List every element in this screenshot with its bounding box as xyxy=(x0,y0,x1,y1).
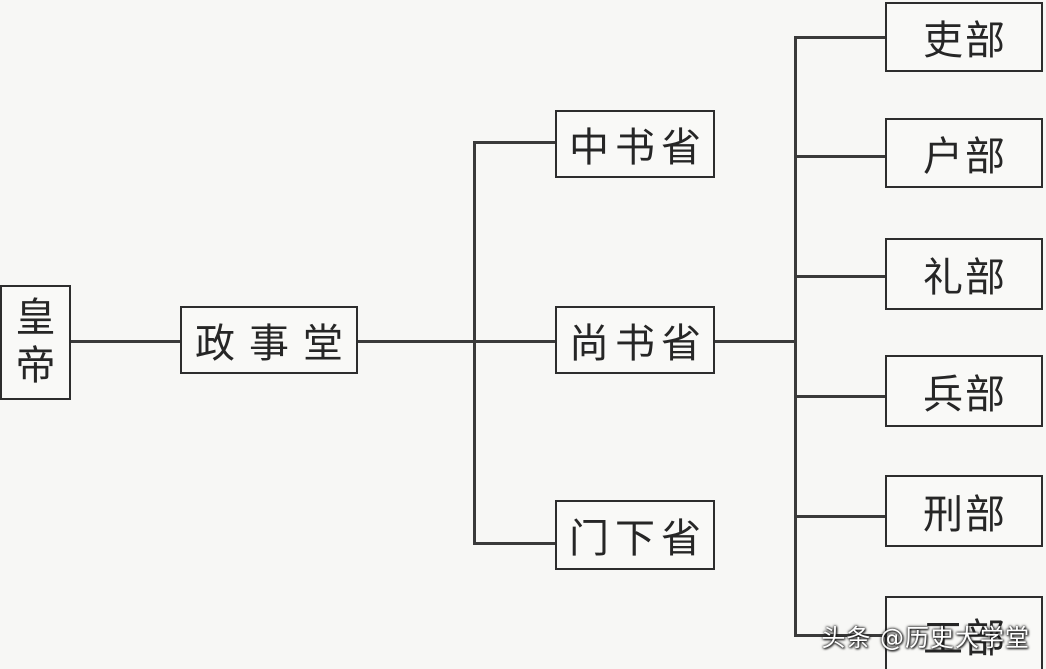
connector-to-ministry-5 xyxy=(794,515,886,518)
connector-emperor-council xyxy=(70,340,182,343)
connector-to-secretariat xyxy=(473,141,556,144)
ministry-box: 刑部 xyxy=(885,475,1043,547)
connector-to-ministry-4 xyxy=(794,395,886,398)
ministry-label: 吏部 xyxy=(923,18,1007,64)
ministry-label: 刑部 xyxy=(923,492,1007,538)
ministry-box: 兵部 xyxy=(885,355,1043,427)
watermark: 头条 @历史大学堂 xyxy=(821,624,1030,652)
council-label: 政事堂 xyxy=(195,321,357,367)
connector-provinces-vertical xyxy=(473,141,476,544)
chancellery-label: 门下省 xyxy=(569,516,707,562)
connector-department-ministries xyxy=(714,340,795,343)
ministry-label: 户部 xyxy=(923,134,1007,180)
connector-to-ministry-1 xyxy=(794,36,886,39)
connector-to-chancellery xyxy=(473,542,556,545)
connector-to-department xyxy=(473,340,556,343)
emperor-label: 皇帝 xyxy=(15,295,56,389)
ministry-label: 兵部 xyxy=(923,372,1007,418)
chancellery-box: 门下省 xyxy=(555,500,715,570)
emperor-box: 皇帝 xyxy=(0,285,71,400)
ministry-label: 工部 xyxy=(923,616,1007,662)
connector-to-ministry-3 xyxy=(794,275,886,278)
secretariat-box: 中书省 xyxy=(555,110,715,178)
council-box: 政事堂 xyxy=(180,306,358,374)
ministry-box: 工部 xyxy=(885,596,1043,669)
department-of-state-box: 尚书省 xyxy=(555,306,715,374)
ministry-label: 礼部 xyxy=(923,255,1007,301)
department-of-state-label: 尚书省 xyxy=(569,321,707,367)
connector-to-ministry-2 xyxy=(794,155,886,158)
secretariat-label: 中书省 xyxy=(569,125,707,171)
connector-ministries-vertical xyxy=(794,36,797,636)
connector-to-ministry-6 xyxy=(794,634,886,637)
ministry-box: 礼部 xyxy=(885,238,1043,310)
ministry-box: 户部 xyxy=(885,118,1043,188)
ministry-box: 吏部 xyxy=(885,2,1043,72)
connector-council-trunk xyxy=(357,340,474,343)
